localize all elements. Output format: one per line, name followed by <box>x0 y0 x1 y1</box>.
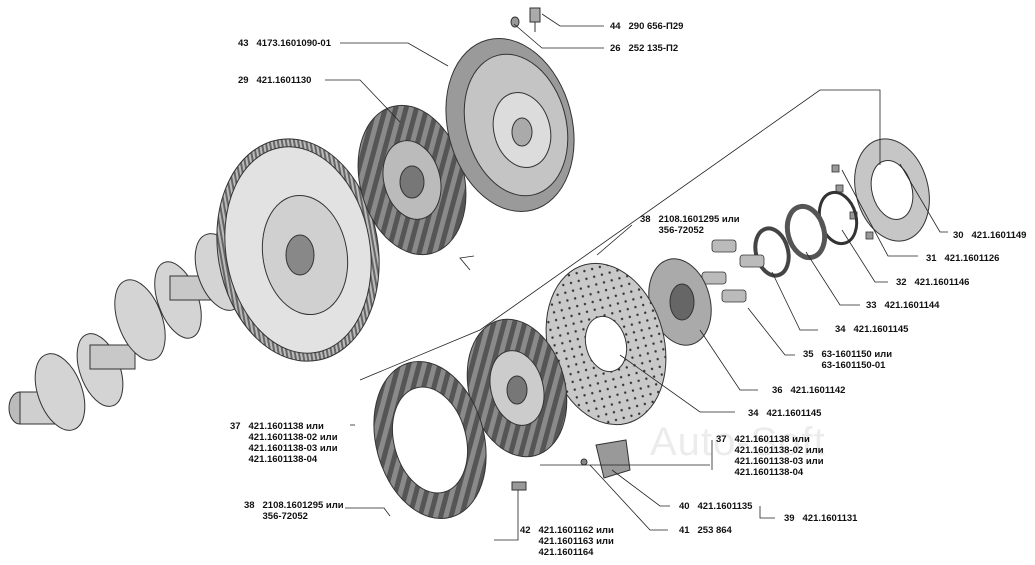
leader-lines <box>325 13 948 541</box>
callout-30: 30 421.1601149 <box>953 230 1027 241</box>
callout-44: 44 290 656-П29 <box>610 21 684 32</box>
callout-40: 40 421.1601135 <box>679 501 753 512</box>
clip-42 <box>511 481 527 491</box>
pressure-plate <box>445 37 575 213</box>
washer <box>510 16 520 28</box>
watermark: Auto-Soft <box>650 420 826 464</box>
callout-34a: 34 421.1601145 <box>835 324 909 335</box>
callout-41: 41 253 864 <box>679 525 732 536</box>
flywheel <box>216 138 380 362</box>
callout-26: 26 252 135-П2 <box>610 43 679 54</box>
ring-33 <box>784 203 828 261</box>
clutch-disc-with-pads <box>466 318 568 458</box>
rivet-41 <box>580 458 588 466</box>
bolt <box>529 7 541 32</box>
callout-36: 36 421.1601142 <box>772 385 846 396</box>
friction-ring <box>854 138 930 242</box>
callout-32: 32 421.1601146 <box>896 277 970 288</box>
callout-43: 43 4173.1601090-01 <box>238 38 331 49</box>
callout-34b: 34 421.1601145 <box>748 408 822 419</box>
callout-31: 31 421.1601126 <box>926 253 1000 264</box>
driven-disc <box>357 104 467 256</box>
steel-disc <box>545 262 667 426</box>
damper-springs <box>701 239 765 303</box>
callout-29: 29 421.1601130 <box>238 75 312 86</box>
callout-33: 33 421.1601144 <box>866 300 940 311</box>
friction-lining <box>373 360 487 520</box>
retaining-plate <box>595 439 631 479</box>
hub <box>648 258 712 346</box>
rivets <box>831 164 874 240</box>
callout-39: 39 421.1601131 <box>784 513 858 524</box>
